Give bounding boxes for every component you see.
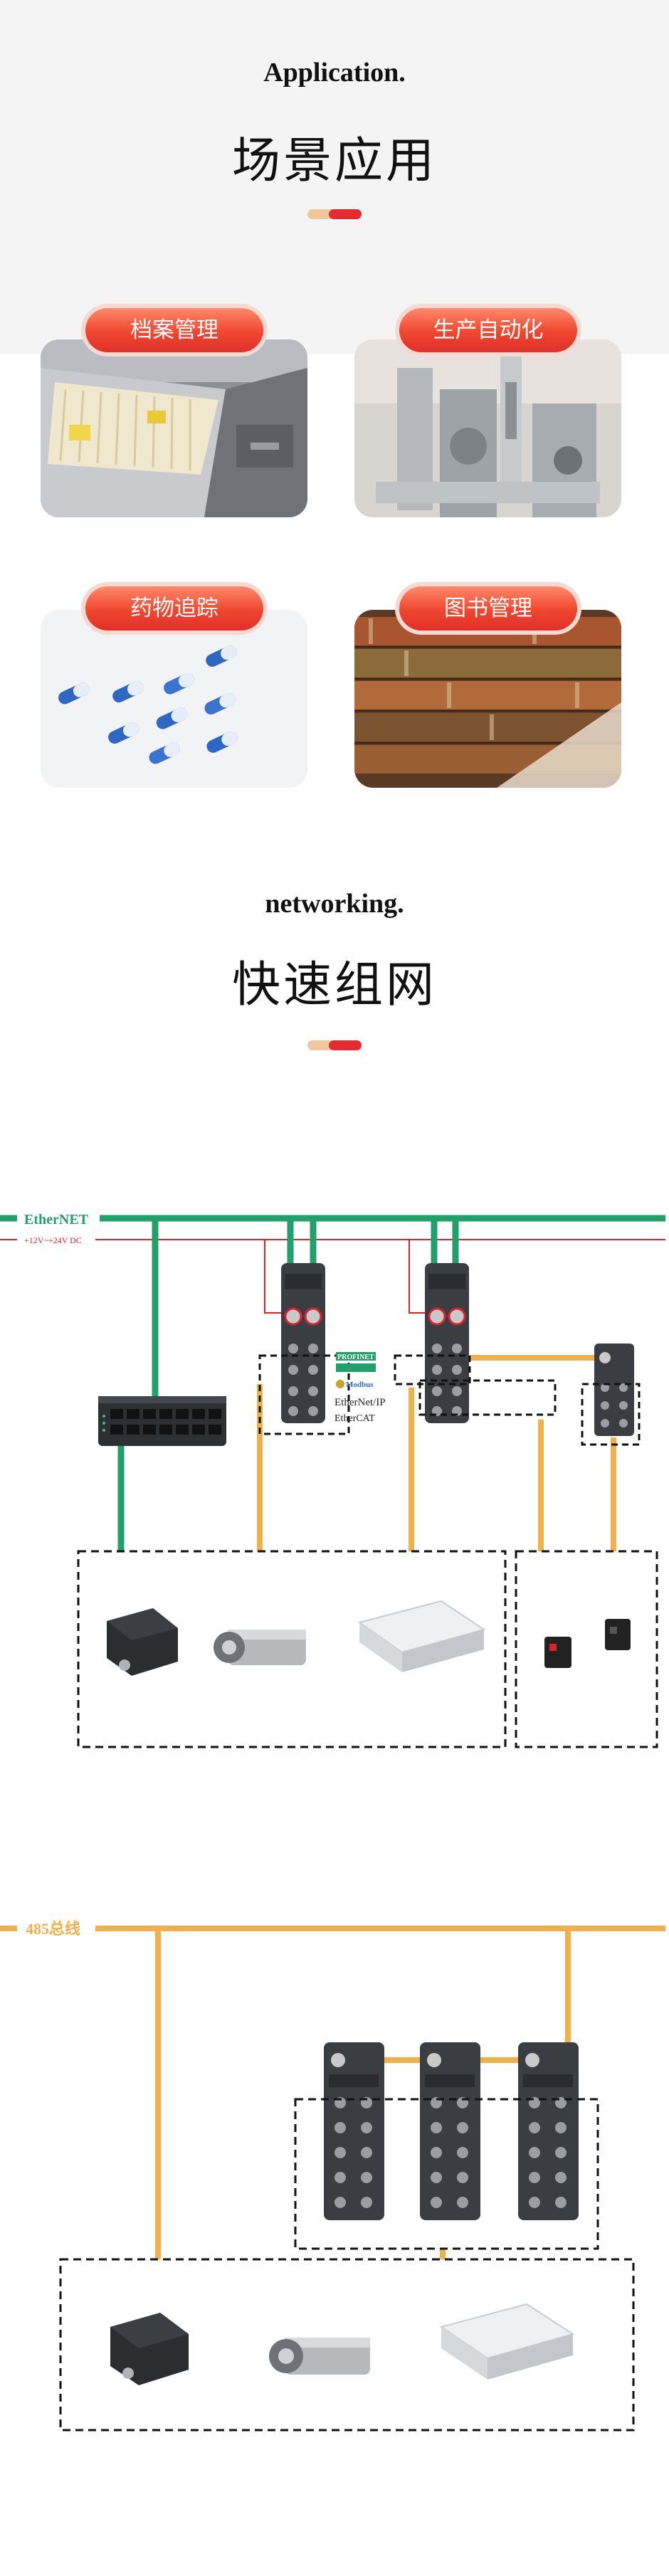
io-module-2	[425, 1263, 469, 1423]
card-label-archive: 档案管理	[85, 308, 263, 352]
io-group-box	[294, 2098, 599, 2250]
device-group-bottom	[59, 2258, 635, 2432]
protocol-logos: PROFINET Modbus EtherNet/IP EtherCAT	[334, 1352, 386, 1424]
card-library-management	[354, 610, 621, 788]
photoelectric-sensors	[544, 1619, 631, 1668]
rs485-bus-label: 485总线	[26, 1920, 80, 1938]
io-hub	[594, 1344, 634, 1436]
protocol-ethercat: EtherCAT	[334, 1413, 375, 1424]
capsules-image	[41, 610, 307, 788]
card-label-production: 生产自动化	[399, 308, 577, 352]
io-module-1	[281, 1263, 325, 1423]
power-label: +12V~+24V DC	[24, 1235, 82, 1245]
bookshelf-image	[354, 610, 621, 788]
device-group-right	[515, 1550, 658, 1748]
application-title-cn: 场景应用	[231, 133, 437, 189]
rfid-antenna-2	[439, 2303, 575, 2380]
rfid-reader-2	[110, 2313, 189, 2385]
protocol-profinet: PROFINET	[337, 1353, 374, 1361]
protocol-ethernetip: EtherNet/IP	[334, 1397, 386, 1408]
card-label-drug: 药物追踪	[85, 586, 263, 630]
ethernet-bus-label: EtherNET	[24, 1212, 89, 1228]
rfid-reader	[107, 1608, 178, 1676]
io-module-a	[324, 2042, 384, 2220]
device-group-left	[77, 1550, 507, 1748]
header-background	[0, 0, 669, 354]
section-divider	[307, 209, 362, 219]
rs485-network-diagram: 485总线	[0, 1917, 665, 2432]
proximity-sensor	[214, 1630, 306, 1665]
application-title-en: Application.	[263, 58, 406, 88]
networking-title-cn: 快速组网	[231, 957, 437, 1013]
section-divider-2	[307, 1040, 362, 1050]
proximity-sensor-2	[269, 2338, 370, 2375]
ethernet-network-diagram: EtherNET +12V~+24V DC	[0, 1208, 665, 1748]
protocol-modbus: Modbus	[346, 1381, 374, 1389]
ethernet-switch	[98, 1396, 226, 1446]
io-module-c	[518, 2042, 579, 2220]
rfid-antenna	[357, 1600, 486, 1672]
card-production-automation	[354, 339, 621, 517]
card-label-library: 图书管理	[399, 586, 577, 630]
archive-drawer-image	[41, 339, 307, 517]
machine-image	[354, 339, 621, 517]
card-drug-tracking	[41, 610, 307, 788]
io-module-b	[420, 2042, 480, 2220]
networking-title-en: networking.	[265, 889, 404, 919]
card-archive-management	[41, 339, 307, 517]
